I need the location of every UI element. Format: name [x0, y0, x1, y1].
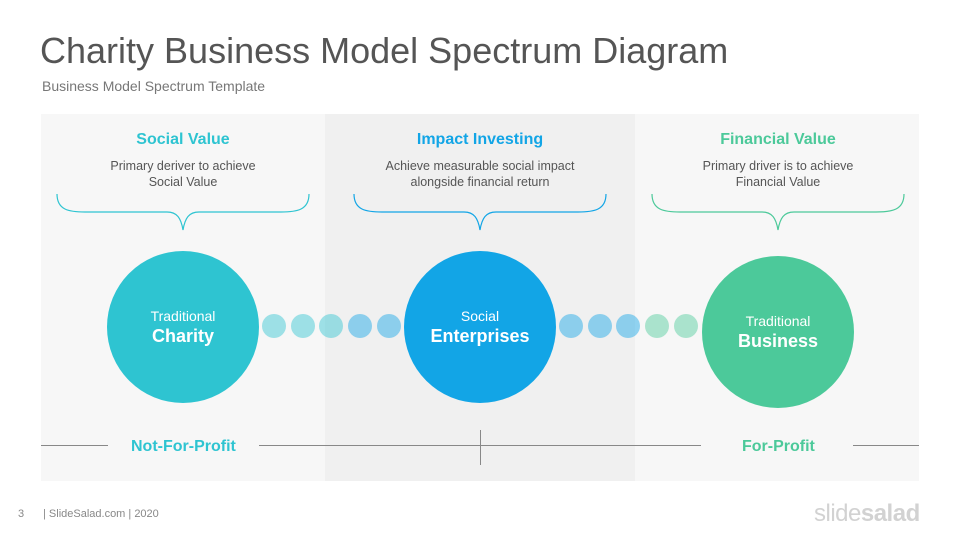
brand-logo-part2: salad [860, 500, 920, 527]
circle-label-line1: Social [460, 307, 500, 324]
slide-subtitle: Business Model Spectrum Template [42, 78, 266, 94]
axis-line-left [41, 445, 108, 446]
description-line: Primary deriver to achieve [110, 159, 256, 173]
column-heading-social-value: Social Value [136, 131, 230, 148]
column-heading-financial-value: Financial Value [720, 131, 836, 148]
brace-financial-value [651, 193, 905, 231]
description-line: Financial Value [735, 175, 821, 189]
connector-dot [348, 314, 372, 338]
connector-dot [262, 314, 286, 338]
axis-label-for-profit: For-Profit [742, 438, 815, 455]
axis-line-right [853, 445, 919, 446]
column-description-financial-value: Primary driver is to achieve Financial V… [628, 158, 928, 190]
circle-label-line2: Enterprises [430, 325, 530, 346]
circle-label-line2: Charity [151, 325, 214, 346]
description-line: Primary driver is to achieve [702, 159, 854, 173]
circle-traditional-charity: Traditional Charity [107, 251, 259, 403]
column-description-social-value: Primary deriver to achieve Social Value [33, 158, 333, 190]
connector-dot [559, 314, 583, 338]
description-line: alongside financial return [410, 175, 550, 189]
connector-dot [674, 314, 698, 338]
circle-label-line1: Traditional [150, 307, 216, 324]
slide-title: Charity Business Model Spectrum Diagram [40, 30, 729, 71]
description-line: Social Value [148, 175, 218, 189]
circle-social-enterprises: Social Enterprises [404, 251, 556, 403]
connector-dot [319, 314, 343, 338]
axis-label-not-for-profit: Not-For-Profit [131, 438, 236, 455]
connector-dot [645, 314, 669, 338]
connector-dot [291, 314, 315, 338]
circle-label-line2: Business [737, 330, 819, 351]
description-line: Achieve measurable social impact [385, 159, 575, 173]
brace-social-value [56, 193, 310, 231]
circle-traditional-business: Traditional Business [702, 256, 854, 408]
column-heading-impact-investing: Impact Investing [416, 131, 544, 148]
brace-impact-investing [353, 193, 607, 231]
brand-logo-part1: slide [814, 500, 861, 527]
axis-center-tick [480, 430, 481, 465]
circle-label-line1: Traditional [745, 312, 811, 329]
brand-logo: slidesalad [814, 500, 920, 528]
connector-dot [616, 314, 640, 338]
footer-text: | SlideSalad.com | 2020 [43, 508, 159, 520]
page-number: 3 [18, 508, 25, 520]
column-description-impact-investing: Achieve measurable social impact alongsi… [330, 158, 630, 190]
connector-dot [588, 314, 612, 338]
connector-dot [377, 314, 401, 338]
